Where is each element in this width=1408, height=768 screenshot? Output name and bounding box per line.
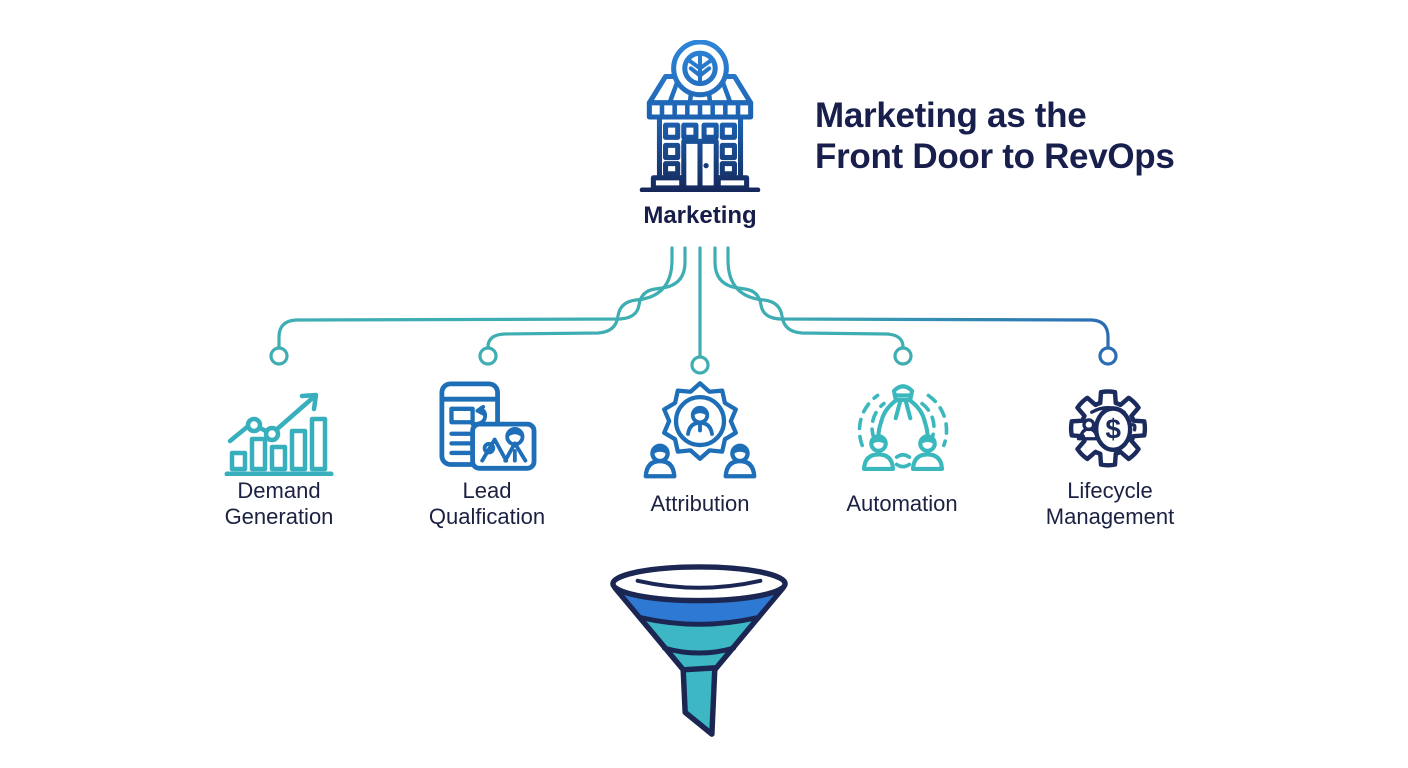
connector-dot: [269, 346, 289, 366]
badge-people-icon: [643, 381, 757, 479]
funnel-icon: [610, 564, 788, 737]
growth-bar-chart-icon: [224, 392, 334, 476]
node-label-attribution: Attribution: [650, 491, 750, 517]
connector-lead-qualification: [486, 246, 674, 349]
node-label-lead-qualification: Lead Qualfication: [428, 478, 546, 529]
node-label-automation: Automation: [846, 491, 958, 517]
gear-dollar-icon: $: [1068, 389, 1148, 468]
connector-dot: [478, 346, 498, 366]
storefront-icon: [639, 40, 761, 192]
connector-demand-generation: [277, 246, 687, 349]
claw-automation-icon: [857, 384, 949, 471]
svg-text:$: $: [1105, 414, 1121, 445]
connector-lifecycle-management: [713, 246, 1110, 349]
connector-dot: [893, 346, 913, 366]
diagram-title: Marketing as the Front Door to RevOps: [815, 96, 1175, 176]
connector-automation: [726, 246, 905, 349]
root-node-label: Marketing: [643, 202, 757, 229]
connector-dot: [1098, 346, 1118, 366]
document-id-card-icon: [439, 381, 537, 471]
connector-dot: [690, 355, 710, 375]
node-label-demand-generation: Demand Generation: [224, 478, 334, 529]
node-label-lifecycle-management: Lifecycle Management: [1045, 478, 1175, 529]
